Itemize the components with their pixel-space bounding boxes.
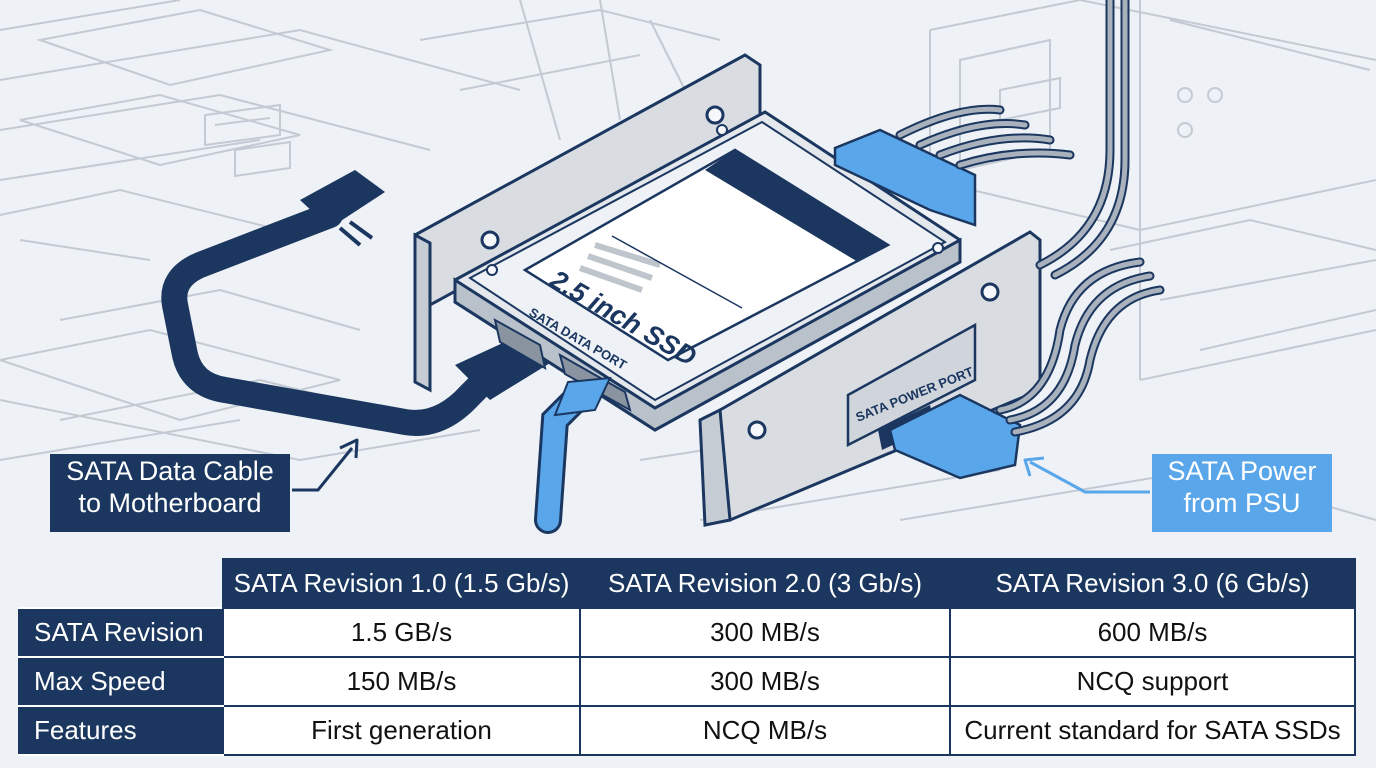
background-case-lineart [0, 0, 1376, 521]
sata-power-cable-callout: SATA Power from PSU [1152, 454, 1332, 532]
table-cell: NCQ support [949, 656, 1356, 707]
sata-data-cable [161, 170, 555, 436]
power-cable-arrow [1023, 456, 1150, 494]
table-header-row: SATA Revision 1.0 (1.5 Gb/s) SATA Revisi… [19, 558, 1356, 609]
row-label: Max Speed [18, 656, 224, 707]
data-cable-callout-line1: SATA Data Cable [66, 456, 274, 486]
table-cell: 600 MB/s [949, 607, 1356, 658]
row-label: SATA Revision [18, 607, 224, 658]
data-cable-callout-line2: to Motherboard [78, 488, 262, 518]
column-header: SATA Revision 2.0 (3 Gb/s) [579, 558, 951, 609]
table-row: SATA Revision 1.5 GB/s 300 MB/s 600 MB/s [18, 607, 1356, 658]
table-row: Features First generation NCQ MB/s Curre… [18, 705, 1356, 756]
sata-revision-table: SATA Revision 1.0 (1.5 Gb/s) SATA Revisi… [18, 558, 1356, 756]
table-corner [19, 559, 223, 608]
power-cable-callout-line1: SATA Power [1167, 456, 1317, 486]
table-cell: NCQ MB/s [579, 705, 951, 756]
data-cable-arrow [292, 438, 359, 492]
ssd-drive: 2.5 inch SSD SATA DATA PORT [453, 110, 962, 432]
table-row: Max Speed 150 MB/s 300 MB/s NCQ support [18, 656, 1356, 707]
table-cell: 300 MB/s [579, 656, 951, 707]
power-cable-callout-line2: from PSU [1183, 488, 1301, 518]
table-cell: Current standard for SATA SSDs [949, 705, 1356, 756]
row-label: Features [18, 705, 224, 756]
table-cell: 1.5 GB/s [222, 607, 581, 658]
sata-data-cable-callout: SATA Data Cable to Motherboard [50, 454, 290, 532]
sata-power-connectors [833, 0, 1165, 480]
column-header: SATA Revision 1.0 (1.5 Gb/s) [222, 558, 581, 609]
column-header: SATA Revision 3.0 (6 Gb/s) [949, 558, 1356, 609]
table-cell: 300 MB/s [579, 607, 951, 658]
sata-data-cable-blue [534, 376, 612, 534]
table-cell: First generation [222, 705, 581, 756]
table-cell: 150 MB/s [222, 656, 581, 707]
